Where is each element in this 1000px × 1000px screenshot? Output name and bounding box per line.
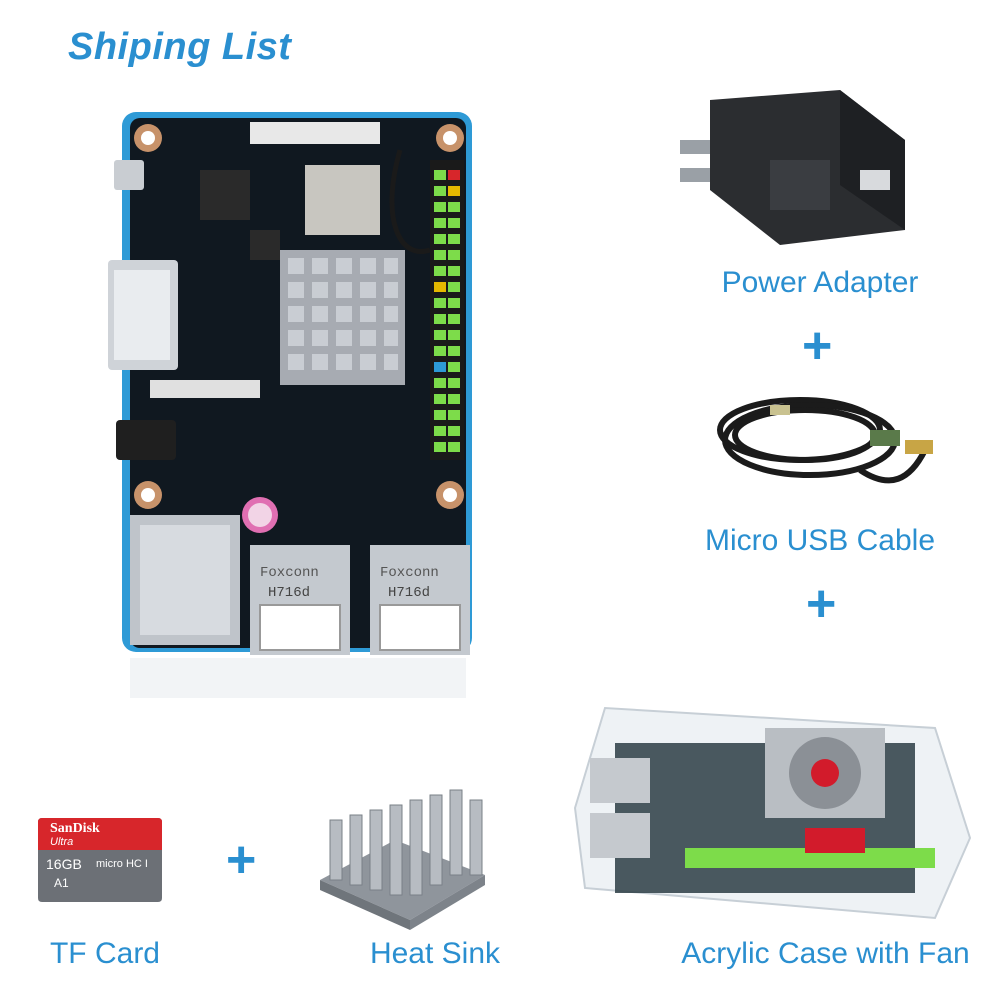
usb-port-label-right: H716d: [388, 585, 431, 601]
tinker-board-image: Foxconn H716d Foxconn H716d: [100, 110, 480, 700]
heat-sink-illustration: [320, 789, 485, 930]
plus-sign-2: +: [806, 575, 837, 633]
tf-card-class: A1: [54, 876, 69, 890]
tf-card-line: Ultra: [50, 836, 74, 848]
micro-usb-cable-image: [710, 370, 940, 510]
heat-sink-image: [310, 780, 490, 930]
tf-card-image: SanDisk Ultra 16GB micro HC I A1: [38, 818, 162, 902]
plus-sign-1: +: [802, 317, 833, 375]
usb-port-brand-right: Foxconn: [380, 565, 439, 581]
acrylic-case-caption: Acrylic Case with Fan: [681, 937, 970, 970]
board-illustration: [108, 112, 472, 698]
tf-card-caption: TF Card: [49, 937, 160, 970]
acrylic-case-illustration: [573, 706, 972, 920]
micro-usb-cable-caption: Micro USB Cable: [704, 524, 936, 557]
page-title: Shiping List: [68, 26, 292, 68]
acrylic-case-image: [565, 688, 975, 923]
usb-port-label-left: H716d: [268, 585, 311, 601]
tf-card-brand: SanDisk: [50, 821, 100, 836]
cable-illustration: [717, 397, 933, 484]
power-adapter-caption: Power Adapter: [721, 266, 919, 299]
tf-card-format: micro HC I: [96, 858, 148, 870]
tf-card-capacity: 16GB: [46, 856, 82, 872]
power-adapter-illustration: [680, 90, 905, 245]
usb-port-brand-left: Foxconn: [260, 565, 319, 581]
power-adapter-image: [670, 80, 910, 250]
tf-card-illustration: [38, 818, 162, 902]
heat-sink-caption: Heat Sink: [369, 937, 501, 970]
plus-sign-3: +: [226, 831, 257, 889]
